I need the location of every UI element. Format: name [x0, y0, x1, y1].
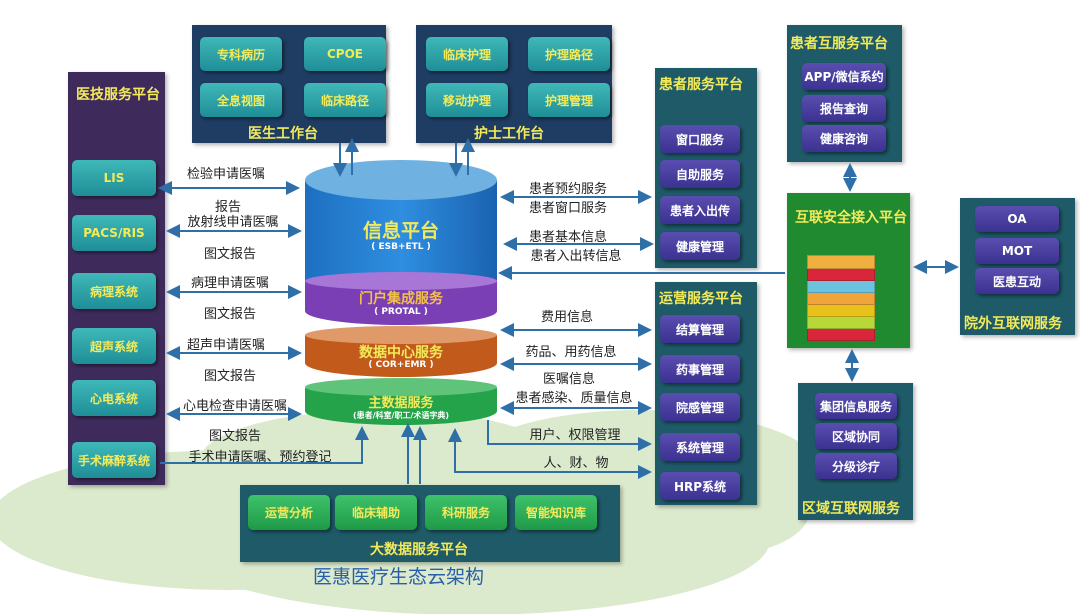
info-platform-label: 信息平台 — [362, 220, 439, 242]
master-data-label: 主数据服务 — [368, 396, 434, 411]
flow-label: 心电检查申请医嘱 — [182, 399, 288, 414]
flow-label: 放射线申请医嘱 — [187, 215, 279, 230]
patient-internet-panel: 患者互服务平台 APP/微信系约报告查询健康咨询 — [787, 25, 902, 162]
portal-service-sub: ( PROTAL ) — [374, 307, 428, 317]
flow-label: 患者窗口服务 — [528, 201, 608, 216]
module-button[interactable]: 智能知识库 — [515, 495, 597, 530]
flow-label: 检验申请医嘱 — [186, 167, 266, 182]
module-button[interactable]: 心电系统 — [72, 380, 156, 416]
module-button[interactable]: 集团信息服务 — [815, 393, 897, 419]
portal-service-label: 门户集成服务 — [359, 291, 443, 307]
module-button[interactable]: 护理路径 — [528, 37, 610, 71]
flow-label: 患者预约服务 — [528, 182, 608, 197]
module-button[interactable]: 运营分析 — [248, 495, 330, 530]
flow-label: 医嘱信息 — [542, 372, 596, 387]
module-button[interactable]: HRP系统 — [660, 472, 740, 500]
flow-label: 患者入出转信息 — [530, 249, 622, 264]
panel-title: 患者互服务平台 — [790, 36, 888, 52]
datacenter-service-sub: ( COR+EMR ) — [368, 360, 434, 370]
flow-label: 报告 — [214, 200, 242, 215]
server-stack-icon — [807, 243, 877, 341]
flow-label: 患者感染、质量信息 — [515, 391, 633, 406]
flow-label: 药品、用药信息 — [525, 345, 617, 360]
flow-label: 图文报告 — [203, 247, 257, 262]
flow-label: 图文报告 — [208, 429, 262, 444]
module-button[interactable]: 药事管理 — [660, 355, 740, 383]
module-button[interactable]: 科研服务 — [425, 495, 507, 530]
server-layer — [807, 255, 875, 269]
secure-access-panel: 互联安全接入平台 — [787, 193, 910, 348]
module-button[interactable]: 报告查询 — [802, 95, 886, 122]
panel-title: 医生工作台 — [248, 126, 318, 142]
panel-title: 运营服务平台 — [659, 291, 743, 307]
master-data-sub: (患者/科室/职工/术语字典) — [352, 411, 450, 420]
module-button[interactable]: MOT — [975, 238, 1059, 264]
panel-title: 互联安全接入平台 — [795, 210, 907, 226]
module-button[interactable]: 院感管理 — [660, 393, 740, 421]
module-button[interactable]: 临床护理 — [426, 37, 508, 71]
module-button[interactable]: 患者入出传 — [660, 196, 740, 224]
panel-title: 护士工作台 — [474, 126, 544, 142]
module-button[interactable]: 健康咨询 — [802, 125, 886, 152]
module-button[interactable]: 结算管理 — [660, 315, 740, 343]
external-panel: 院外互联网服务 OA MOT 医患互动 — [960, 198, 1075, 335]
module-button[interactable]: 分级诊疗 — [815, 453, 897, 479]
module-button[interactable]: 临床辅助 — [335, 495, 417, 530]
flow-label: 用户、权限管理 — [529, 428, 621, 443]
flow-label: 人、财、物 — [543, 456, 609, 471]
module-button[interactable]: 护理管理 — [528, 83, 610, 117]
info-platform-sub: ( ESB+ETL ) — [371, 242, 431, 252]
tech-platform-panel: 医技服务平台 LIS PACS/RIS 病理系统超声系统心电系统手术麻醉系统 — [68, 72, 165, 485]
module-button[interactable]: 窗口服务 — [660, 125, 740, 153]
panel-title: 院外互联网服务 — [964, 316, 1062, 332]
module-button[interactable]: 手术麻醉系统 — [72, 442, 156, 478]
flow-label: 手术申请医嘱、预约登记 — [188, 450, 332, 465]
panel-title: 医技服务平台 — [76, 87, 160, 103]
module-button[interactable]: 全息视图 — [200, 83, 282, 117]
module-button[interactable]: PACS/RIS — [72, 215, 156, 251]
bigdata-panel: 大数据服务平台 运营分析临床辅助科研服务智能知识库 — [240, 485, 620, 562]
module-button[interactable]: OA — [975, 206, 1059, 232]
module-button[interactable]: 自助服务 — [660, 160, 740, 188]
operation-panel: 运营服务平台结算管理药事管理院感管理系统管理 HRP系统 — [655, 282, 757, 505]
module-button[interactable]: 临床路径 — [304, 83, 386, 117]
module-button[interactable]: CPOE — [304, 37, 386, 71]
flow-label: 图文报告 — [203, 369, 257, 384]
panel-title: 大数据服务平台 — [370, 542, 468, 558]
module-button[interactable]: 健康管理 — [660, 232, 740, 260]
panel-title: 区域互联网服务 — [802, 501, 900, 517]
regional-panel: 区域互联网服务 集团信息服务区域协同分级诊疗 — [798, 383, 913, 520]
module-button[interactable]: APP/微信系约 — [802, 63, 886, 90]
flow-label: 超声申请医嘱 — [186, 338, 266, 353]
module-button[interactable]: 超声系统 — [72, 328, 156, 364]
module-button[interactable]: LIS — [72, 160, 156, 196]
doctor-panel: 医生工作台 专科病历 CPOE 全息视图临床路径 — [192, 25, 386, 143]
datacenter-service-label: 数据中心服务 — [359, 345, 443, 361]
core-platform-cylinder: 信息平台 ( ESB+ETL ) 门户集成服务 ( PROTAL ) 数据中心服… — [305, 160, 497, 425]
module-button[interactable]: 病理系统 — [72, 273, 156, 309]
module-button[interactable]: 医患互动 — [975, 268, 1059, 294]
module-button[interactable]: 移动护理 — [426, 83, 508, 117]
flow-label: 患者基本信息 — [528, 230, 608, 245]
flow-label: 病理申请医嘱 — [190, 276, 270, 291]
flow-label: 图文报告 — [203, 307, 257, 322]
flow-label: 费用信息 — [540, 310, 594, 325]
module-button[interactable]: 区域协同 — [815, 423, 897, 449]
diagram-title: 医惠医疗生态云架构 — [313, 566, 485, 588]
panel-title: 患者服务平台 — [659, 77, 743, 93]
patient-service-panel: 患者服务平台窗口服务自助服务患者入出传健康管理 — [655, 68, 757, 268]
module-button[interactable]: 系统管理 — [660, 433, 740, 461]
nurse-panel: 护士工作台 临床护理护理路径移动护理护理管理 — [416, 25, 612, 143]
module-button[interactable]: 专科病历 — [200, 37, 282, 71]
